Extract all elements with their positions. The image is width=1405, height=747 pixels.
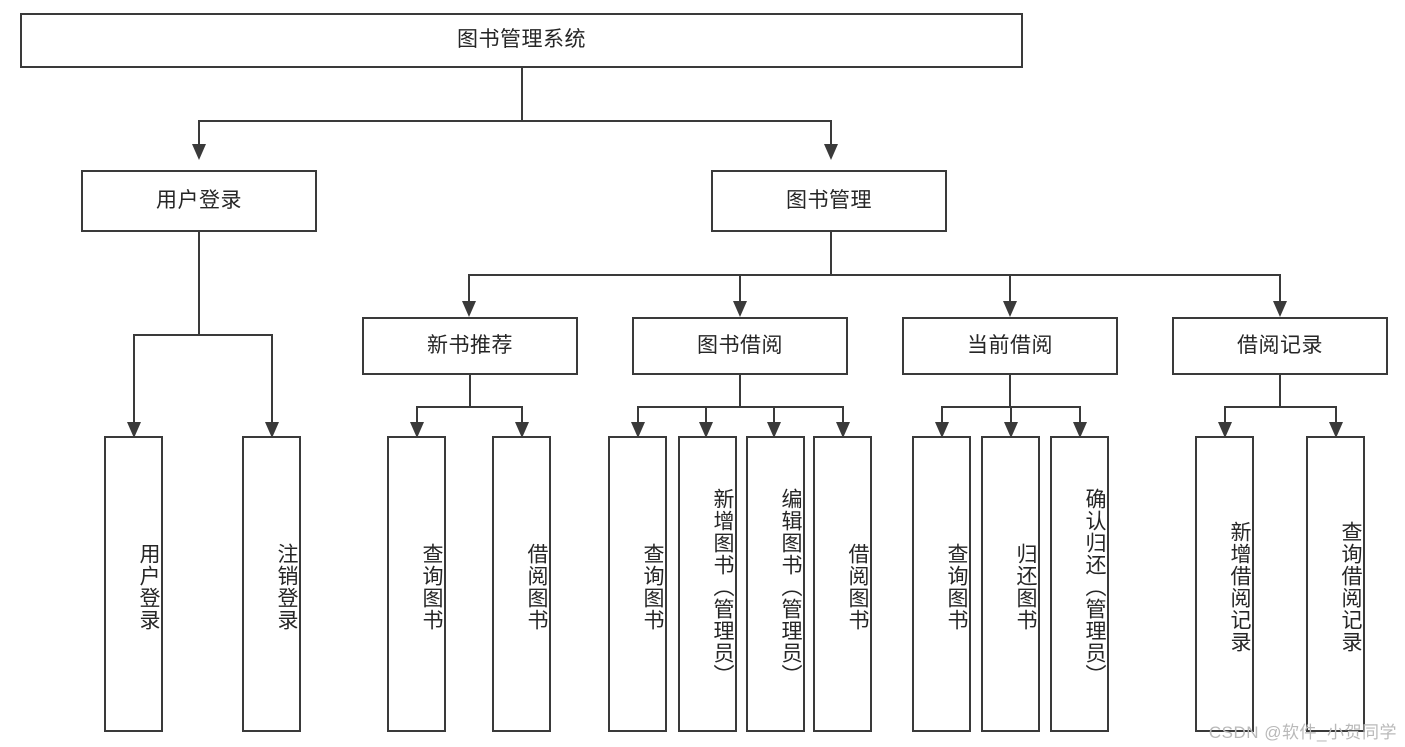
- connector-borrow-record-bus: [1224, 406, 1337, 408]
- arrowhead-leaf-borrow-book-1: [515, 422, 529, 438]
- connector-current-borrow-stem: [1009, 375, 1011, 406]
- node-leaf-add-record-label: 新增借阅记录: [1228, 521, 1251, 653]
- node-leaf-query-record[interactable]: 查询借阅记录: [1306, 436, 1365, 732]
- connector-current-borrow-drop-1: [941, 406, 943, 422]
- connector-root-stem: [521, 68, 523, 120]
- connector-book-manage-drop-4: [1279, 274, 1281, 301]
- connector-user-login-stem: [198, 232, 200, 334]
- node-book-manage-label: 图书管理: [786, 188, 872, 212]
- node-leaf-logout-login[interactable]: 注销登录: [242, 436, 301, 732]
- node-leaf-borrow-book-1-label: 借阅图书: [525, 543, 548, 631]
- connector-root-bus: [198, 120, 832, 122]
- connector-book-manage-drop-3: [1009, 274, 1011, 301]
- node-leaf-user-login[interactable]: 用户登录: [104, 436, 163, 732]
- node-leaf-logout-login-label: 注销登录: [275, 543, 298, 631]
- connector-book-borrow-drop-3: [773, 406, 775, 422]
- node-new-book-recommend[interactable]: 新书推荐: [362, 317, 578, 375]
- node-user-login[interactable]: 用户登录: [81, 170, 317, 232]
- arrowhead-new-book-recommend: [462, 301, 476, 317]
- connector-current-borrow-drop-3: [1079, 406, 1081, 422]
- arrowhead-borrow-record: [1273, 301, 1287, 317]
- arrowhead-leaf-query-book-2: [631, 422, 645, 438]
- arrowhead-current-borrow: [1003, 301, 1017, 317]
- connector-new-book-drop-1: [416, 406, 418, 422]
- node-new-book-recommend-label: 新书推荐: [427, 333, 513, 357]
- node-book-borrow-label: 图书借阅: [697, 333, 783, 357]
- arrowhead-leaf-return-book: [1004, 422, 1018, 438]
- arrowhead-leaf-add-record: [1218, 422, 1232, 438]
- arrowhead-user-login: [192, 144, 206, 160]
- arrowhead-leaf-query-book-3: [935, 422, 949, 438]
- arrowhead-leaf-logout-login: [265, 422, 279, 438]
- node-leaf-borrow-book-1[interactable]: 借阅图书: [492, 436, 551, 732]
- connector-user-login-drop-2: [271, 334, 273, 422]
- node-leaf-edit-book-label: 编辑图书（管理员）: [779, 488, 802, 686]
- arrowhead-leaf-query-record: [1329, 422, 1343, 438]
- arrowhead-leaf-query-book-1: [410, 422, 424, 438]
- connector-user-login-bus: [133, 334, 272, 336]
- node-user-login-label: 用户登录: [156, 188, 242, 212]
- node-leaf-query-book-1-label: 查询图书: [420, 543, 443, 631]
- node-leaf-borrow-book-2-label: 借阅图书: [846, 543, 869, 631]
- connector-book-manage-bus: [468, 274, 1280, 276]
- node-leaf-edit-book[interactable]: 编辑图书（管理员）: [746, 436, 805, 732]
- connector-new-book-stem: [469, 375, 471, 406]
- node-borrow-record-label: 借阅记录: [1237, 333, 1323, 357]
- node-book-borrow[interactable]: 图书借阅: [632, 317, 848, 375]
- connector-root-to-user-login: [198, 120, 200, 144]
- node-root-label: 图书管理系统: [457, 28, 586, 52]
- connector-borrow-record-stem: [1279, 375, 1281, 406]
- node-leaf-query-book-3-label: 查询图书: [945, 543, 968, 631]
- connector-book-borrow-drop-1: [637, 406, 639, 422]
- arrowhead-leaf-borrow-book-2: [836, 422, 850, 438]
- connector-book-manage-drop-2: [739, 274, 741, 301]
- node-borrow-record[interactable]: 借阅记录: [1172, 317, 1388, 375]
- node-current-borrow[interactable]: 当前借阅: [902, 317, 1118, 375]
- connector-new-book-drop-2: [521, 406, 523, 422]
- node-root[interactable]: 图书管理系统: [20, 13, 1023, 68]
- node-leaf-return-book[interactable]: 归还图书: [981, 436, 1040, 732]
- connector-borrow-record-drop-1: [1224, 406, 1226, 422]
- node-leaf-add-book[interactable]: 新增图书（管理员）: [678, 436, 737, 732]
- connector-book-borrow-stem: [739, 375, 741, 406]
- connector-book-borrow-bus: [637, 406, 844, 408]
- connector-book-manage-drop-1: [468, 274, 470, 301]
- connector-new-book-bus: [416, 406, 523, 408]
- node-leaf-confirm-return-label: 确认归还（管理员）: [1083, 488, 1106, 686]
- arrowhead-book-manage: [824, 144, 838, 160]
- connector-borrow-record-drop-2: [1335, 406, 1337, 422]
- connector-book-manage-stem: [830, 232, 832, 274]
- node-leaf-query-book-2-label: 查询图书: [641, 543, 664, 631]
- node-leaf-query-record-label: 查询借阅记录: [1339, 521, 1362, 653]
- arrowhead-leaf-add-book: [699, 422, 713, 438]
- node-leaf-borrow-book-2[interactable]: 借阅图书: [813, 436, 872, 732]
- node-book-manage[interactable]: 图书管理: [711, 170, 947, 232]
- node-leaf-user-login-label: 用户登录: [137, 543, 160, 631]
- arrowhead-leaf-edit-book: [767, 422, 781, 438]
- node-leaf-add-record[interactable]: 新增借阅记录: [1195, 436, 1254, 732]
- node-leaf-query-book-3[interactable]: 查询图书: [912, 436, 971, 732]
- node-leaf-query-book-1[interactable]: 查询图书: [387, 436, 446, 732]
- arrowhead-leaf-user-login: [127, 422, 141, 438]
- node-leaf-query-book-2[interactable]: 查询图书: [608, 436, 667, 732]
- node-current-borrow-label: 当前借阅: [967, 333, 1053, 357]
- arrowhead-leaf-confirm-return: [1073, 422, 1087, 438]
- connector-root-to-book-manage: [830, 120, 832, 144]
- connector-book-borrow-drop-4: [842, 406, 844, 422]
- node-leaf-confirm-return[interactable]: 确认归还（管理员）: [1050, 436, 1109, 732]
- connector-book-borrow-drop-2: [705, 406, 707, 422]
- arrowhead-book-borrow: [733, 301, 747, 317]
- node-leaf-add-book-label: 新增图书（管理员）: [711, 488, 734, 686]
- node-leaf-return-book-label: 归还图书: [1014, 543, 1037, 631]
- connector-user-login-drop-1: [133, 334, 135, 422]
- connector-current-borrow-drop-2: [1010, 406, 1012, 422]
